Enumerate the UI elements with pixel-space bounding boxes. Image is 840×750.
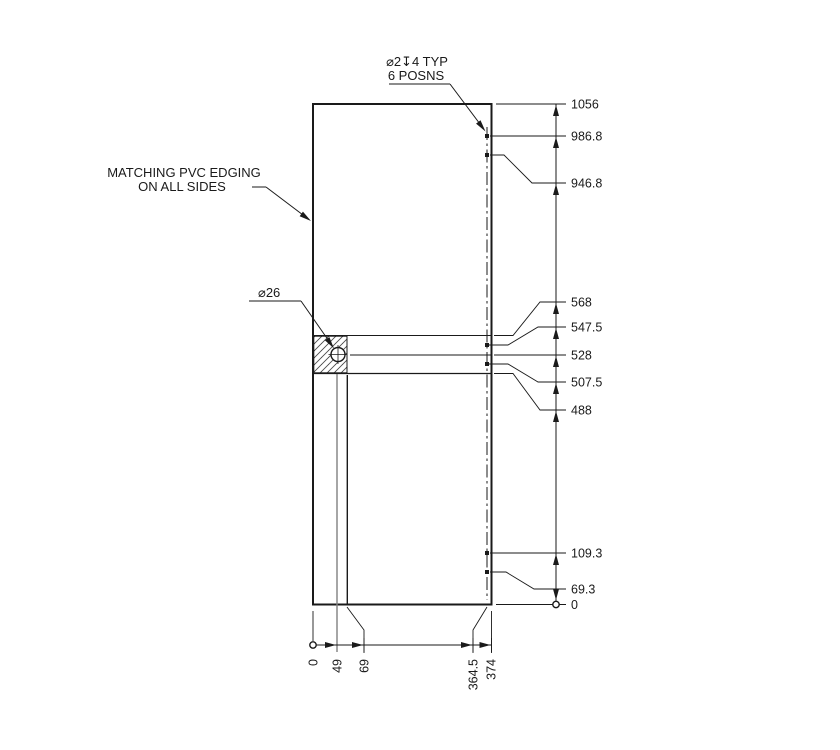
dim-right-986-8: 986.8 — [571, 130, 602, 144]
edging-callout-line2: ON ALL SIDES — [138, 179, 226, 194]
right-origin-marker — [552, 600, 560, 609]
bore-leader-arrowhead — [324, 337, 334, 349]
dim-right-69-3: 69.3 — [571, 583, 595, 597]
holes-callout-line2: 6 POSNS — [388, 68, 445, 83]
bore-callout-label: ⌀26 — [258, 285, 280, 300]
hole-markers — [485, 134, 489, 574]
bore-callout: ⌀26 — [249, 285, 334, 349]
bottom-dimension-labels: 0 49 69 364.5 374 — [307, 659, 499, 690]
edging-leader-arrowhead — [299, 211, 311, 221]
dim-right-0: 0 — [571, 598, 578, 612]
dim-bottom-374: 374 — [485, 659, 499, 680]
holes-callout-line1: ⌀2↧4 TYP — [386, 54, 448, 69]
edging-callout: MATCHING PVC EDGING ON ALL SIDES — [107, 165, 311, 221]
dim-right-946-8: 946.8 — [571, 177, 602, 191]
right-dimension-arrows — [553, 105, 559, 600]
dim-bottom-364-5: 364.5 — [467, 659, 481, 690]
right-dimension-lines — [489, 103, 566, 605]
dim-bottom-69: 69 — [358, 659, 372, 673]
edging-callout-line1: MATCHING PVC EDGING — [107, 165, 261, 180]
dim-right-488: 488 — [571, 404, 592, 418]
holes-leader-arrowhead — [476, 120, 486, 132]
dim-bottom-49: 49 — [331, 659, 345, 673]
bottom-origin-marker — [309, 641, 317, 649]
dim-right-547-5: 547.5 — [571, 321, 602, 335]
dim-right-568: 568 — [571, 296, 592, 310]
right-dimension-labels: 1056 986.8 946.8 568 547.5 528 507.5 488… — [571, 98, 602, 613]
bottom-dimension-arrows — [325, 642, 491, 648]
dim-right-507-5: 507.5 — [571, 376, 602, 390]
holes-callout: ⌀2↧4 TYP 6 POSNS — [386, 54, 486, 132]
panel-outline — [312, 103, 493, 606]
dim-right-109-3: 109.3 — [571, 547, 602, 561]
dim-right-1056: 1056 — [571, 98, 599, 112]
dim-right-528: 528 — [571, 349, 592, 363]
dim-bottom-0: 0 — [307, 659, 321, 666]
